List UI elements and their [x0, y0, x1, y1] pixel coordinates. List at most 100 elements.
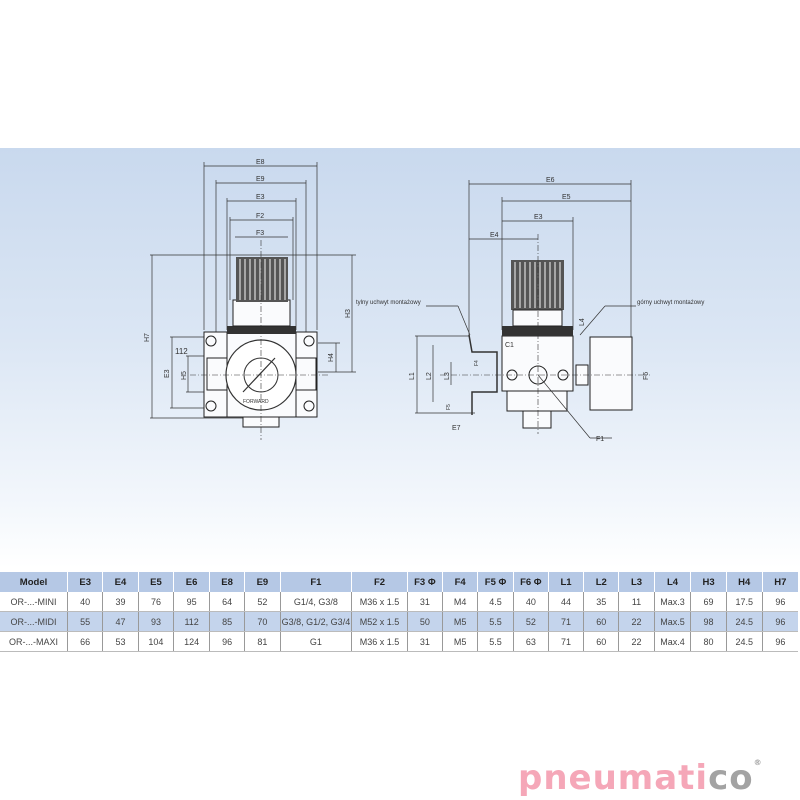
- logo-text: pneumati: [518, 758, 709, 798]
- dim-e7: E7: [452, 425, 461, 432]
- column-header: E5: [138, 572, 175, 592]
- column-header: F5 Φ: [477, 572, 514, 592]
- table-cell: 22: [618, 611, 655, 632]
- table-cell: 44: [548, 592, 585, 612]
- dim-112: 112: [175, 347, 188, 356]
- dim-h7: H7: [144, 333, 151, 342]
- table-cell: M5: [442, 631, 479, 652]
- table-cell: 81: [244, 631, 281, 652]
- table-cell: 93: [138, 611, 175, 632]
- table-cell: 40: [513, 592, 549, 612]
- column-header: F2: [351, 572, 408, 592]
- table-cell: M36 x 1.5: [351, 631, 408, 652]
- table-cell: 70: [244, 611, 281, 632]
- table-cell: 31: [407, 631, 443, 652]
- model-cell: OR-...-MIDI: [0, 611, 69, 632]
- dim-f4: F4: [474, 360, 480, 366]
- dim-f2: F2: [256, 213, 264, 220]
- dim-h3: H3: [345, 309, 352, 318]
- table-cell: 39: [102, 592, 139, 612]
- table-cell: G1: [280, 631, 353, 652]
- dim-h4: H4: [328, 353, 335, 362]
- table-cell: G3/8, G1/2, G3/4: [280, 611, 353, 632]
- table-cell: 66: [67, 631, 104, 652]
- table-cell: 50: [407, 611, 443, 632]
- table-cell: 52: [513, 611, 549, 632]
- registered-mark: ®: [753, 758, 763, 767]
- dim-e6: E6: [546, 177, 555, 184]
- dim-c1: C1: [505, 342, 514, 349]
- table-cell: 5.5: [477, 611, 514, 632]
- dim-e3-side-view: E3: [534, 214, 543, 221]
- table-cell: 17.5: [726, 592, 763, 612]
- dim-f1: F1: [596, 436, 604, 443]
- table-cell: Max.5: [654, 611, 692, 632]
- table-cell: 71: [548, 631, 585, 652]
- dim-f5: F5: [446, 404, 452, 410]
- table-cell: 112: [173, 611, 210, 632]
- table-cell: 80: [690, 631, 727, 652]
- front-view: FORWARD E8 E9 E3 F2 F3 H7 H3 H4 H5 E3 11…: [144, 159, 356, 440]
- dim-e5: E5: [562, 194, 571, 201]
- table-cell: 104: [138, 631, 175, 652]
- column-header: F3 Φ: [407, 572, 443, 592]
- column-header: E6: [173, 572, 210, 592]
- dim-f3: F3: [256, 230, 264, 237]
- dim-f6: F6: [643, 372, 650, 380]
- column-header: L3: [618, 572, 655, 592]
- rear-bracket-label: tylny uchwyt montażowy: [356, 300, 421, 306]
- column-header: E4: [102, 572, 139, 592]
- column-header: H3: [690, 572, 727, 592]
- table-cell: 85: [209, 611, 246, 632]
- column-header: L2: [583, 572, 620, 592]
- table-cell: 31: [407, 592, 443, 612]
- table-cell: 55: [67, 611, 104, 632]
- table-cell: 64: [209, 592, 246, 612]
- column-header: F4: [442, 572, 479, 592]
- table-cell: Max.3: [654, 592, 692, 612]
- model-cell: OR-...-MINI: [0, 592, 69, 612]
- dim-l4: L4: [579, 318, 586, 326]
- column-header: H7: [762, 572, 798, 592]
- table-cell: 11: [618, 592, 655, 612]
- column-header: E8: [209, 572, 246, 592]
- table-cell: 124: [173, 631, 210, 652]
- column-header: E3: [67, 572, 104, 592]
- table-cell: 47: [102, 611, 139, 632]
- gauge-brand-label: FORWARD: [243, 399, 269, 405]
- top-bracket-label: górny uchwyt montażowy: [637, 300, 704, 306]
- table-cell: 60: [583, 611, 620, 632]
- dim-l1: L1: [409, 372, 416, 380]
- table-cell: M52 x 1.5: [351, 611, 408, 632]
- table-cell: 96: [762, 631, 798, 652]
- table-cell: 63: [513, 631, 549, 652]
- table-cell: 53: [102, 631, 139, 652]
- side-view: E6 E5 E3 E4 tylny uchwyt montażowy górny…: [356, 177, 704, 443]
- table-cell: G1/4, G3/8: [280, 592, 353, 612]
- logo-accent: co: [708, 758, 754, 798]
- table-cell: 52: [244, 592, 281, 612]
- dim-h5: H5: [181, 371, 188, 380]
- table-cell: 96: [762, 611, 798, 632]
- table-cell: 24.5: [726, 611, 763, 632]
- table-cell: 69: [690, 592, 727, 612]
- table-cell: 96: [762, 592, 798, 612]
- table-cell: M5: [442, 611, 479, 632]
- column-header: H4: [726, 572, 763, 592]
- table-cell: 5.5: [477, 631, 514, 652]
- column-header: F1: [280, 572, 353, 592]
- table-cell: Max.4: [654, 631, 692, 652]
- dim-e3-side: E3: [164, 369, 171, 378]
- table-cell: M4: [442, 592, 479, 612]
- table-cell: 98: [690, 611, 727, 632]
- drawing-background: [0, 148, 800, 568]
- model-cell: OR-...-MAXI: [0, 631, 69, 652]
- dim-e3: E3: [256, 194, 265, 201]
- dim-e8: E8: [256, 159, 265, 166]
- table-cell: 4.5: [477, 592, 514, 612]
